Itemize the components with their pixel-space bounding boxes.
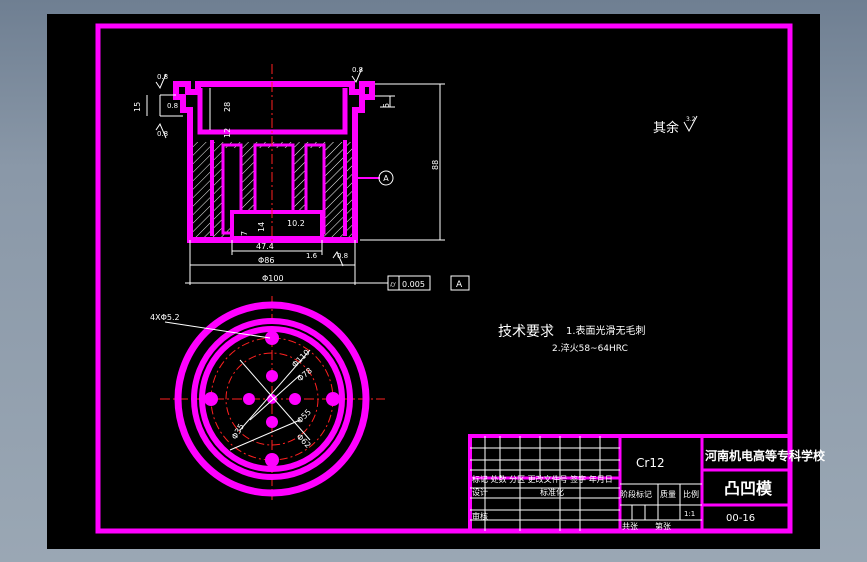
svg-text:⌭: ⌭ <box>390 280 396 289</box>
datum-a-box: A <box>456 280 463 290</box>
datum-circle <box>378 170 394 186</box>
hole <box>289 393 301 405</box>
tolerance-value: 0.005 <box>402 280 425 289</box>
datum-circle-label: A <box>383 174 389 183</box>
rough-label-3: 0.8 <box>157 130 168 138</box>
tb-stage: 阶段标记 <box>620 489 652 499</box>
hole <box>266 370 278 382</box>
dim-28: 28 <box>223 102 232 112</box>
dim-47-4: 47.4 <box>256 242 274 251</box>
rough-label-5: 1.6 <box>306 252 318 260</box>
hole <box>266 416 278 428</box>
dimension-lines <box>146 83 445 285</box>
other-finish-note: 其余 <box>653 120 679 136</box>
dim-14: 14 <box>257 222 266 232</box>
rough-label-2: 0.8 <box>167 102 178 110</box>
tolerance-frame: ⌭ 0.005 A <box>387 275 470 291</box>
tb-standardize: 标准化 <box>540 487 564 497</box>
rough-label-6: 0.8 <box>337 252 348 260</box>
rough-label-1: 0.8 <box>157 73 168 81</box>
center-hole <box>267 394 277 404</box>
tb-total-sheets: 共张 <box>622 522 638 531</box>
section-view: A <box>173 64 394 248</box>
notes: 其余 3.2 技术要求 1.表面光滑无毛刺 2.淬火58~64HRC <box>498 115 698 354</box>
drawing-area <box>47 14 820 549</box>
hole <box>243 393 255 405</box>
dim-15: 15 <box>133 102 142 112</box>
dimension-texts: 15 28 5 88 14 10.2 47.4 12 7 Φ86 Φ100 <box>133 102 440 283</box>
tb-weight: 质量 <box>660 489 676 499</box>
outer-ring <box>174 301 370 497</box>
holes-callout: 4XΦ5.2 <box>150 313 180 322</box>
tb-scale-label: 比例 <box>683 489 699 499</box>
dim-phi86: Φ86 <box>258 256 274 265</box>
section-outline <box>173 81 375 243</box>
plan-view <box>160 296 385 500</box>
hole <box>265 331 279 345</box>
tb-school: 河南机电高等专科学校 <box>704 448 826 463</box>
dim-7: 7 <box>240 231 249 236</box>
tb-design: 设计 <box>472 487 488 497</box>
sheet-border <box>95 23 793 534</box>
tb-material: Cr12 <box>636 456 665 470</box>
tech-req-title: 技术要求 <box>498 324 554 340</box>
tb-part-name: 凸凹模 <box>724 479 773 498</box>
tb-revision-row: 标记 处数 分区 更改文件号 签字 年月日 <box>472 474 613 484</box>
other-finish-value: 3.2 <box>686 116 696 123</box>
hole <box>326 392 340 406</box>
hole <box>265 453 279 467</box>
tb-review: 审核 <box>472 511 488 521</box>
dim-5: 5 <box>382 103 391 108</box>
dim-phi100: Φ100 <box>262 274 284 283</box>
tb-sheet-no: 第张 <box>655 521 671 531</box>
rough-label-4: 0.8 <box>352 66 363 74</box>
title-block: Cr12 河南机电高等专科学校 凸凹模 00-16 标记 处数 分区 更改文件号… <box>468 434 826 533</box>
dim-10-2: 10.2 <box>287 219 305 228</box>
dim-12: 12 <box>223 128 232 138</box>
tech-req-line2: 2.淬火58~64HRC <box>552 342 628 354</box>
tech-req-line1: 1.表面光滑无毛刺 <box>566 324 646 337</box>
hole <box>204 392 218 406</box>
dim-88: 88 <box>431 160 440 170</box>
tb-scale-value: 1:1 <box>684 510 695 518</box>
tb-drawing-number: 00-16 <box>726 513 755 524</box>
roughness-symbols <box>155 67 363 267</box>
